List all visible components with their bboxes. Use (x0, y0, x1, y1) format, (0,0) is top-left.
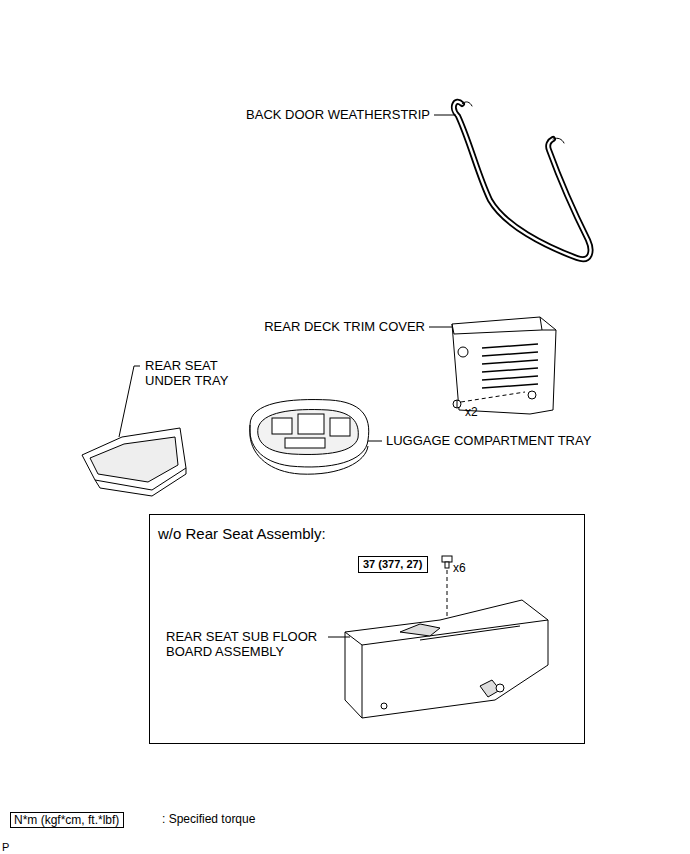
clip-line (461, 392, 525, 402)
bolt-symbol (442, 556, 452, 568)
sub-floor-board-drawing (345, 600, 548, 718)
leader-line (434, 115, 456, 116)
clip-symbol (453, 400, 461, 408)
under-tray-drawing (82, 428, 186, 496)
torque-legend-box: N*m (kgf*cm, ft.*lbf) (10, 812, 124, 828)
legend-note: : Specified torque (162, 812, 255, 827)
part-name: REAR SEAT SUB FLOOR BOARD ASSEMBLY (166, 629, 326, 659)
part-name: REAR SEAT UNDER TRAY (145, 358, 245, 388)
weatherstrip-drawing (454, 102, 591, 259)
leader-line (368, 441, 382, 442)
quantity: x2 (465, 405, 478, 420)
torque-box: 37 (377, 27) (358, 556, 428, 573)
part-name: LUGGAGE COMPARTMENT TRAY (386, 433, 591, 448)
part-name: BACK DOOR WEATHERSTRIP (246, 107, 430, 122)
leader-line (328, 637, 350, 638)
box-text: N*m (kgf*cm, ft.*lbf) (14, 813, 120, 827)
leader-line (119, 366, 140, 437)
box-text: w/o Rear Seat Assembly: (158, 525, 576, 543)
trim-cover-drawing (452, 317, 556, 414)
page-mark: P (2, 840, 9, 854)
quantity: x6 (453, 561, 466, 576)
luggage-tray-drawing (250, 400, 369, 475)
leader-line (429, 327, 452, 328)
box-text: 37 (377, 27) (363, 558, 423, 571)
part-name: REAR DECK TRIM COVER (264, 319, 425, 334)
bolt-line (447, 570, 448, 626)
